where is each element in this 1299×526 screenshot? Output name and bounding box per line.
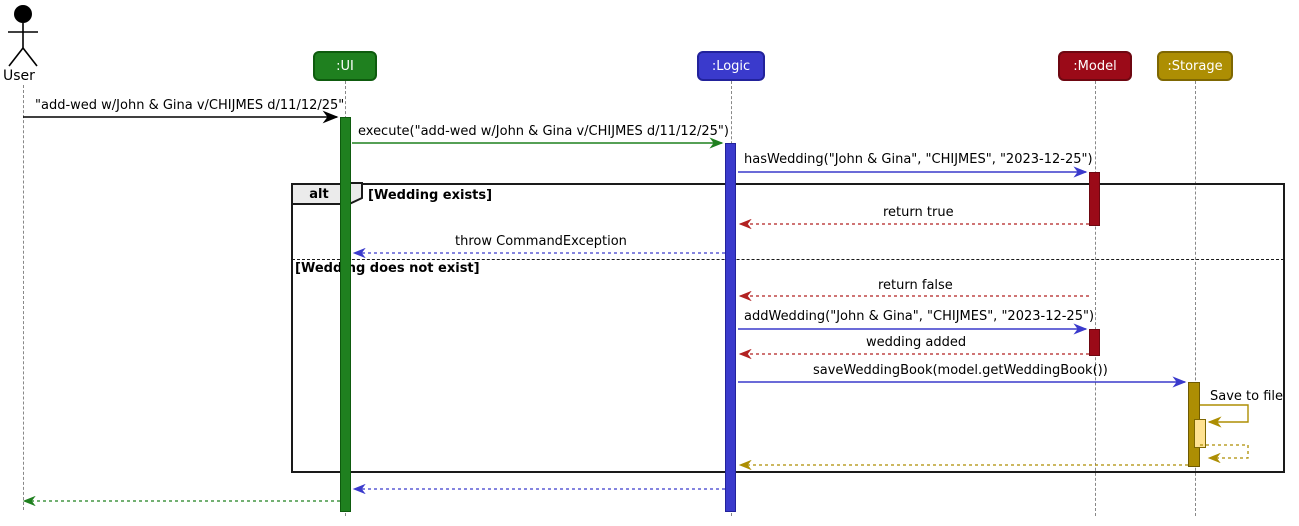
participant-model-label: :Model [1073,58,1117,74]
message-label-m3: hasWedding("John & Gina", "CHIJMES", "20… [744,152,1093,167]
message-label-m5: throw CommandException [455,234,627,249]
participant-storage[interactable]: :Storage [1157,51,1233,81]
actor-label: User [3,68,35,84]
lifeline-model [1095,81,1096,516]
message-label-m2: execute("add-wed w/John & Gina v/CHIJMES… [358,124,729,139]
activation-model-1 [1089,172,1100,226]
activation-ui [340,117,351,512]
alt-fragment-frame [291,183,1285,473]
lifeline-user [23,85,24,510]
activation-storage-nested [1194,419,1206,448]
alt-guard-1: [Wedding exists] [368,188,493,203]
lifeline-storage [1195,81,1196,516]
participant-logic-label: :Logic [711,58,751,74]
participant-logic[interactable]: :Logic [697,51,765,81]
participant-ui[interactable]: :UI [313,51,377,81]
stick-figure-actor-icon [8,5,38,67]
alt-fragment-operator-label: alt [309,186,329,202]
alt-guard-2: [Wedding does not exist] [295,261,480,276]
alt-fragment-operator-tab: alt [291,183,347,205]
message-label-m7: addWedding("John & Gina", "CHIJMES", "20… [744,309,1095,324]
message-label-m10: Save to file [1210,389,1284,404]
activation-model-2 [1089,329,1100,356]
message-label-m9: saveWeddingBook(model.getWeddingBook()) [813,363,1108,378]
participant-storage-label: :Storage [1167,58,1223,74]
message-label-m8: wedding added [866,335,967,350]
alt-fragment-divider [292,259,1284,260]
message-label-m4: return true [883,205,954,220]
message-label-m1: "add-wed w/John & Gina v/CHIJMES d/11/12… [35,98,345,113]
participant-model[interactable]: :Model [1058,51,1132,81]
activation-logic [725,143,736,512]
message-label-m6: return false [878,278,953,293]
participant-ui-label: :UI [336,58,354,74]
